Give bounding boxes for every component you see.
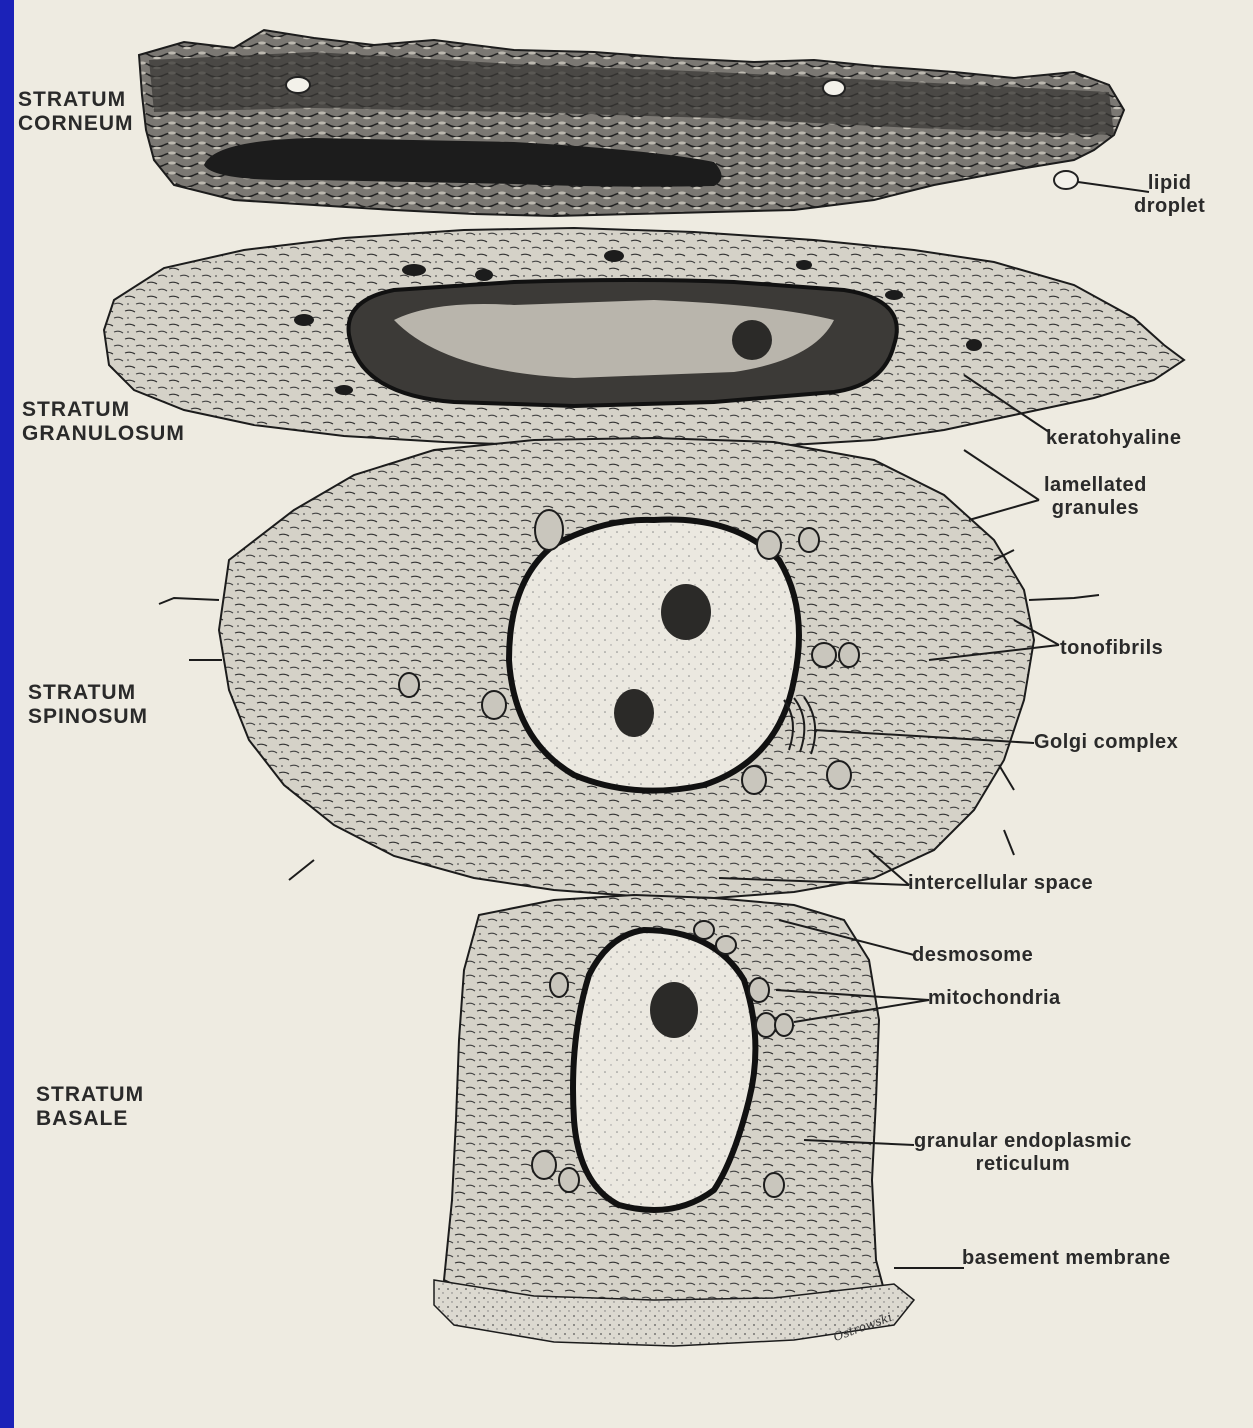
label-desmosome: desmosome — [912, 944, 1033, 967]
label-granular-er-line1: granular endoplasmic — [914, 1130, 1132, 1153]
label-stratum-spinosum-line2: SPINOSUM — [28, 705, 148, 729]
diagram-slide: STRATUM CORNEUM STRATUM GRANULOSUM STRAT… — [14, 0, 1253, 1428]
label-mitochondria: mitochondria — [928, 987, 1061, 1010]
label-lamellated-granules: lamellated granules — [1044, 474, 1147, 520]
basale-nucleolus — [650, 982, 698, 1038]
label-tonofibrils: tonofibrils — [1060, 637, 1163, 660]
label-basement-membrane: basement membrane — [962, 1247, 1171, 1270]
label-golgi-complex: Golgi complex — [1034, 731, 1178, 754]
label-stratum-basale-line2: BASALE — [36, 1107, 144, 1131]
label-stratum-basale: STRATUM BASALE — [36, 1083, 144, 1131]
label-stratum-granulosum: STRATUM GRANULOSUM — [22, 398, 185, 446]
leader-lamellated-b — [969, 500, 1039, 520]
label-lamellated-granules-line1: lamellated — [1044, 474, 1147, 497]
label-stratum-corneum-line2: CORNEUM — [18, 112, 134, 136]
lipid-droplet-1 — [286, 77, 310, 93]
label-lipid-droplet: lipid droplet — [1134, 172, 1205, 218]
label-stratum-basale-line1: STRATUM — [36, 1083, 144, 1107]
label-stratum-spinosum-line1: STRATUM — [28, 681, 148, 705]
basale-nucleus — [573, 930, 755, 1210]
label-granular-endoplasmic-reticulum: granular endoplasmic reticulum — [914, 1130, 1132, 1176]
spinosum-nucleolus-1 — [661, 584, 711, 640]
leader-lamellated-a — [964, 450, 1039, 500]
label-lamellated-granules-line2: granules — [1044, 497, 1147, 520]
epidermis-illustration — [14, 0, 1253, 1428]
granulosum-nucleolus — [732, 320, 772, 360]
label-stratum-corneum: STRATUM CORNEUM — [18, 88, 134, 136]
label-lipid-droplet-line1: lipid — [1134, 172, 1205, 195]
label-stratum-spinosum: STRATUM SPINOSUM — [28, 681, 148, 729]
label-stratum-corneum-line1: STRATUM — [18, 88, 134, 112]
spinosum-nucleolus-2 — [614, 689, 654, 737]
label-lipid-droplet-line2: droplet — [1134, 195, 1205, 218]
label-keratohyaline: keratohyaline — [1046, 427, 1181, 450]
label-intercellular-space: intercellular space — [908, 872, 1093, 895]
spinosum-nucleus — [509, 520, 799, 791]
label-stratum-granulosum-line2: GRANULOSUM — [22, 422, 185, 446]
label-stratum-granulosum-line1: STRATUM — [22, 398, 185, 422]
label-granular-er-line2: reticulum — [914, 1153, 1132, 1176]
lipid-droplet-3 — [1054, 171, 1078, 189]
lipid-droplet-2 — [823, 80, 845, 96]
slide-frame-edge — [0, 0, 14, 1428]
